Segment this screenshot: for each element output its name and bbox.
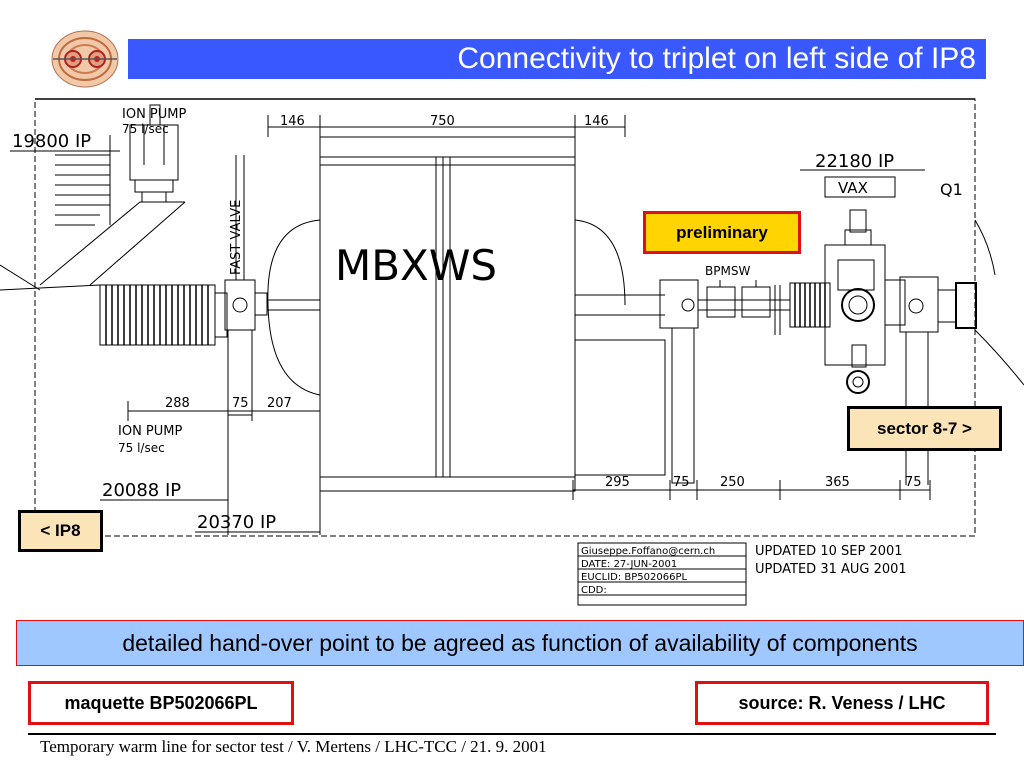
title-block-euclid: EUCLID: BP502066PL [581, 572, 687, 583]
dim-207: 207 [267, 396, 292, 411]
dim-288: 288 [165, 396, 190, 411]
maquette-box: maquette BP502066PL [28, 681, 294, 725]
dim-75-mid: 75 [673, 475, 690, 490]
updated-2: UPDATED 31 AUG 2001 [755, 562, 907, 577]
title-block-date: DATE: 27-JUN-2001 [581, 559, 677, 570]
source-box: source: R. Veness / LHC [695, 681, 989, 725]
footer-divider [28, 733, 996, 735]
slide-title: Connectivity to triplet on left side of … [128, 39, 986, 79]
position-20088: 20088 IP [102, 480, 181, 501]
preliminary-tag: preliminary [643, 211, 801, 254]
sector-tag: sector 8-7 > [847, 406, 1002, 451]
handover-banner: detailed hand-over point to be agreed as… [16, 620, 1024, 666]
fast-valve-label: FAST VALVE [229, 200, 244, 275]
dim-250: 250 [720, 475, 745, 490]
title-block-cdd: CDD: [581, 585, 607, 596]
dim-top-146-right: 146 [584, 114, 609, 129]
dim-365: 365 [825, 475, 850, 490]
dim-75-left: 75 [232, 396, 249, 411]
dim-top-750: 750 [430, 114, 455, 129]
ip8-tag: < IP8 [18, 510, 103, 552]
position-20370: 20370 IP [197, 512, 276, 533]
vax-label: VAX [838, 179, 868, 197]
technical-drawing: 146 750 146 19800 IP ION PUMP 75 l/sec F… [0, 98, 1024, 606]
ion-pump-bottom-rate: 75 l/sec [118, 441, 165, 455]
ion-pump-bottom-label: ION PUMP [118, 424, 182, 439]
ion-pump-top-rate: 75 l/sec [122, 122, 169, 136]
position-19800: 19800 IP [12, 131, 91, 152]
position-22180: 22180 IP [815, 151, 894, 172]
bpmsw-label: BPMSW [705, 264, 750, 278]
dim-75-right: 75 [905, 475, 922, 490]
q1-label: Q1 [940, 180, 963, 199]
ion-pump-top-label: ION PUMP [122, 107, 186, 122]
lhc-logo-icon [51, 30, 119, 88]
magnet-label: MBXWS [335, 241, 497, 290]
dim-295: 295 [605, 475, 630, 490]
updated-1: UPDATED 10 SEP 2001 [755, 544, 903, 559]
dim-top-146-left: 146 [280, 114, 305, 129]
title-block-email: Giuseppe.Foffano@cern.ch [581, 546, 715, 557]
footer-text: Temporary warm line for sector test / V.… [40, 737, 547, 756]
